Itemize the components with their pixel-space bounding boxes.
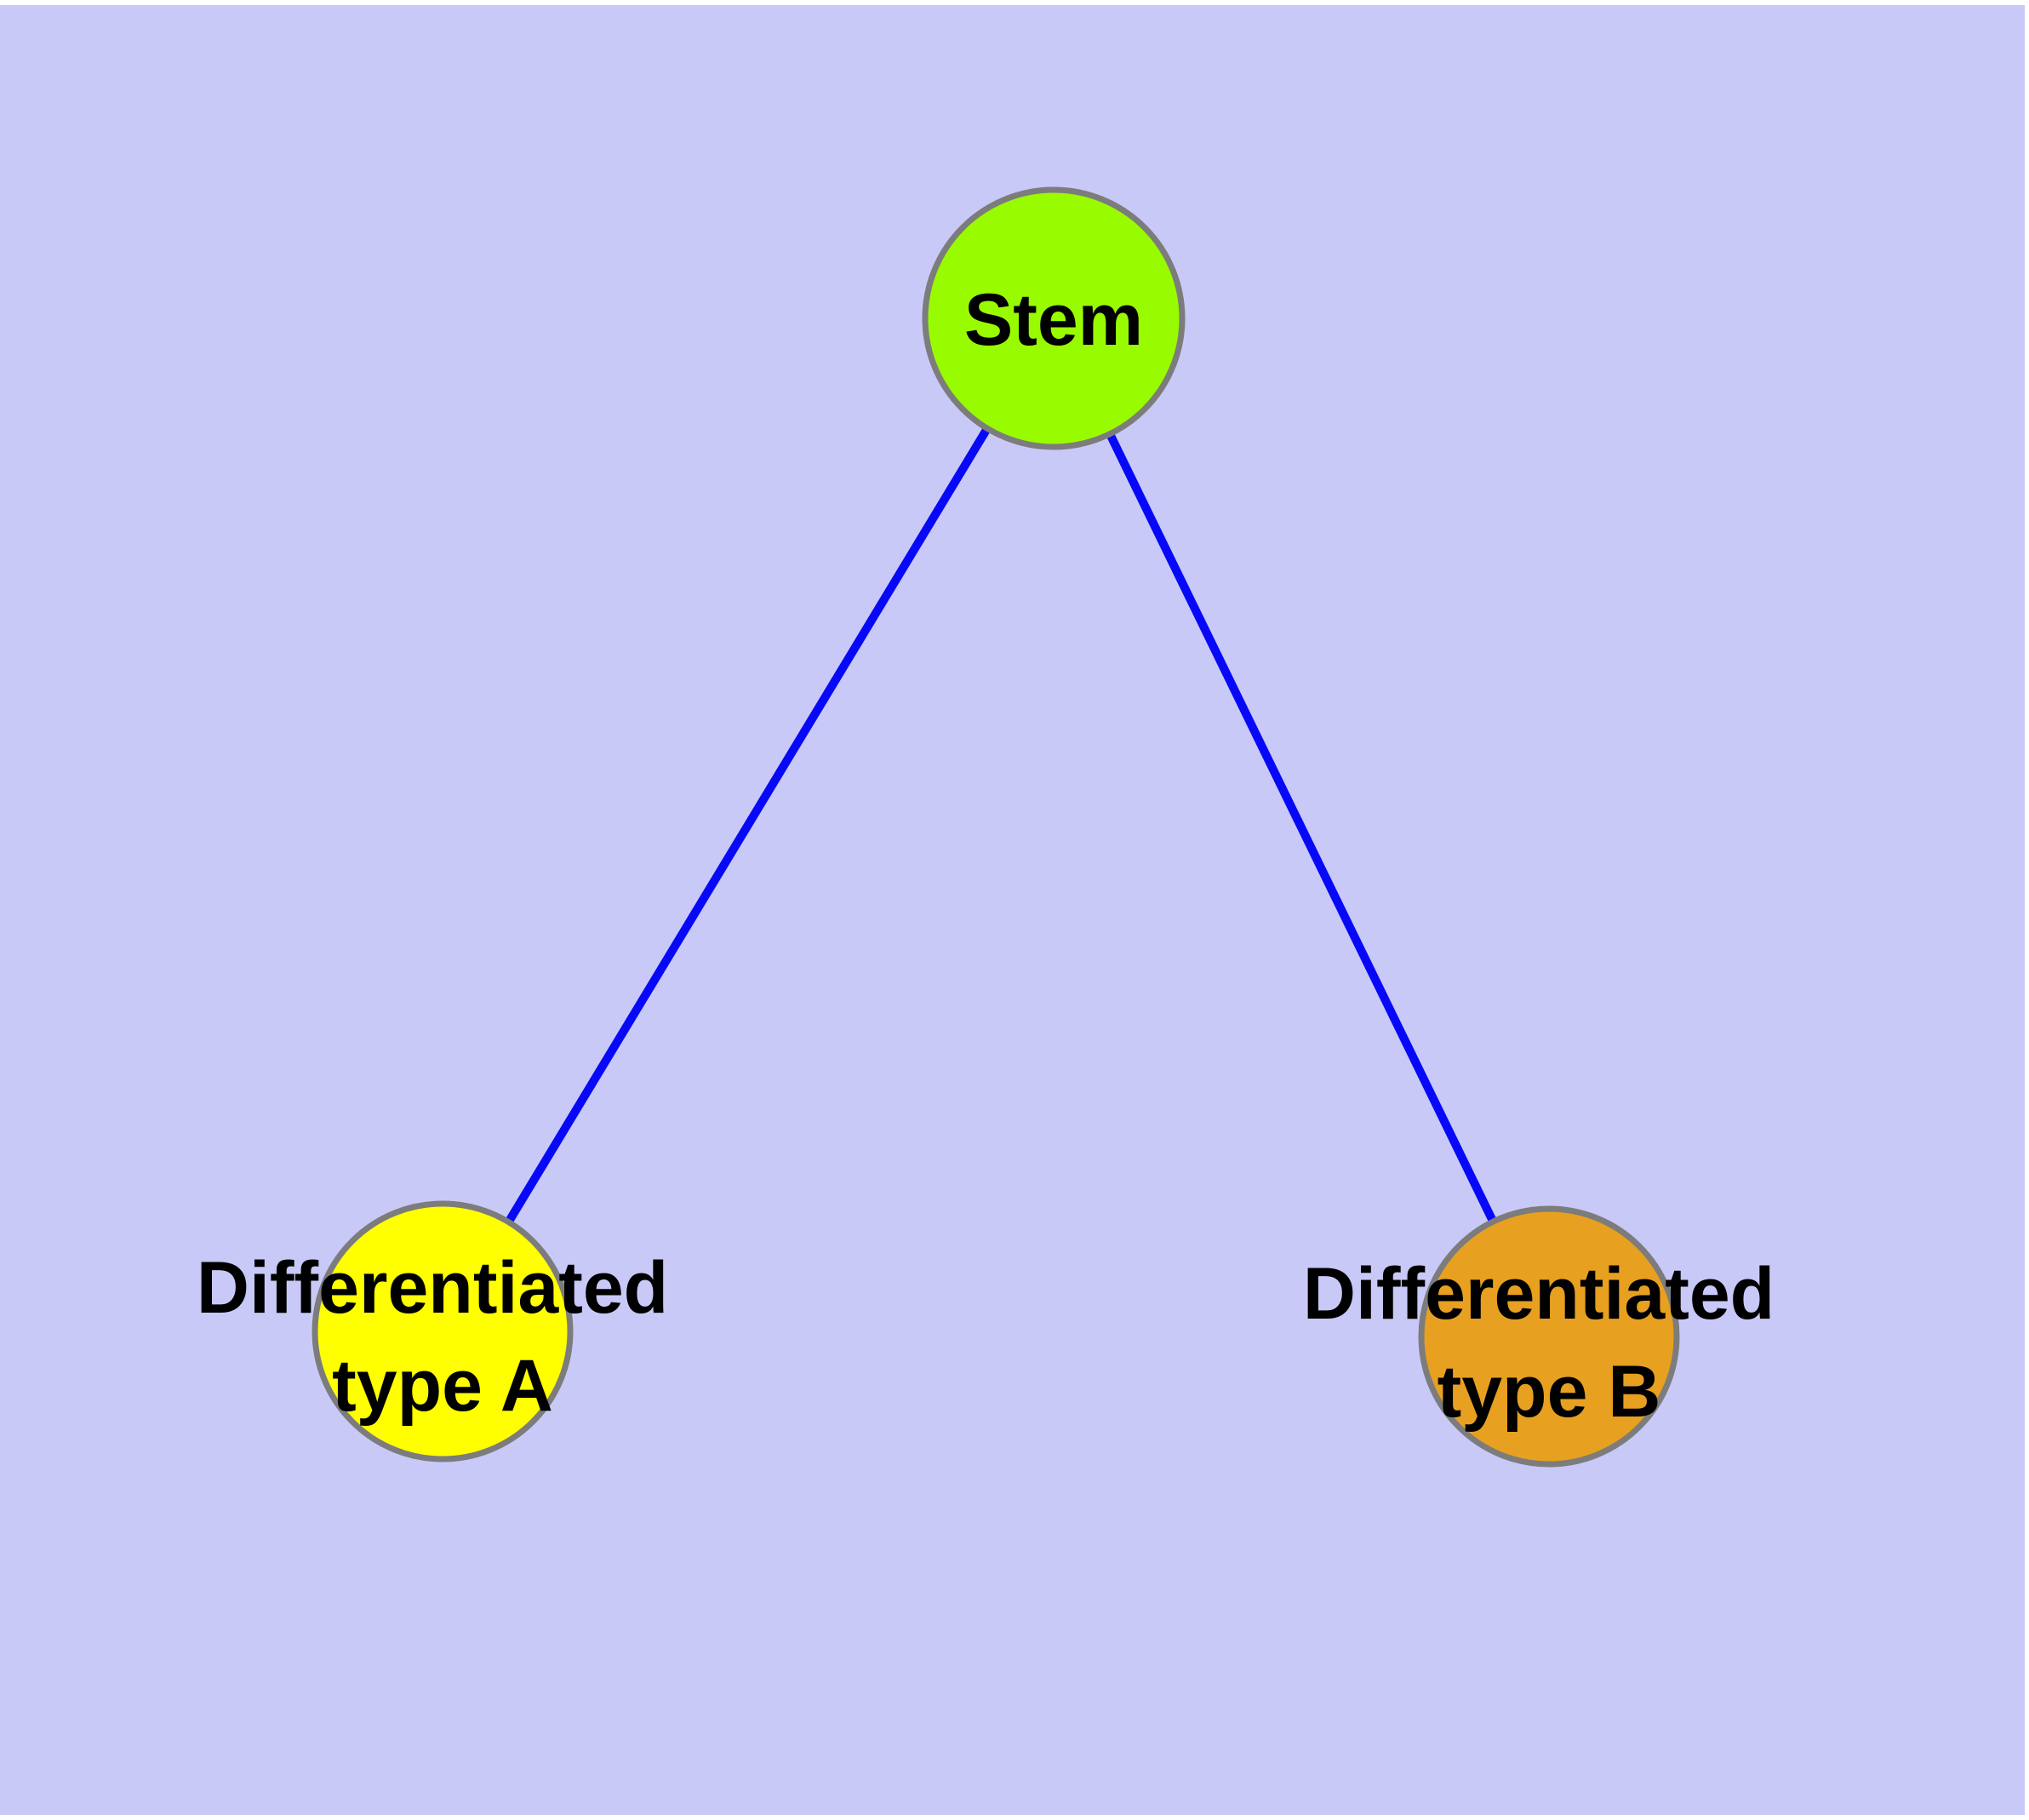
type-b-label-line2: type B xyxy=(1437,1351,1661,1433)
type-b-node-circle xyxy=(1418,1205,1680,1468)
type-a-node-label: Differentiated type A xyxy=(197,1247,689,1427)
stem-node-circle xyxy=(922,186,1186,450)
type-a-label-line2: type A xyxy=(332,1345,553,1427)
type-a-node-circle xyxy=(311,1200,574,1462)
type-a-label-line1: Differentiated xyxy=(197,1247,668,1329)
type-b-node-label: Differentiated type B xyxy=(1303,1253,1795,1433)
edge-stem-to-type-a xyxy=(438,316,1058,1334)
edge-stem-to-type-b xyxy=(1049,316,1553,1339)
stem-node-label: Stem xyxy=(964,279,1143,361)
type-b-label-line1: Differentiated xyxy=(1303,1253,1775,1335)
